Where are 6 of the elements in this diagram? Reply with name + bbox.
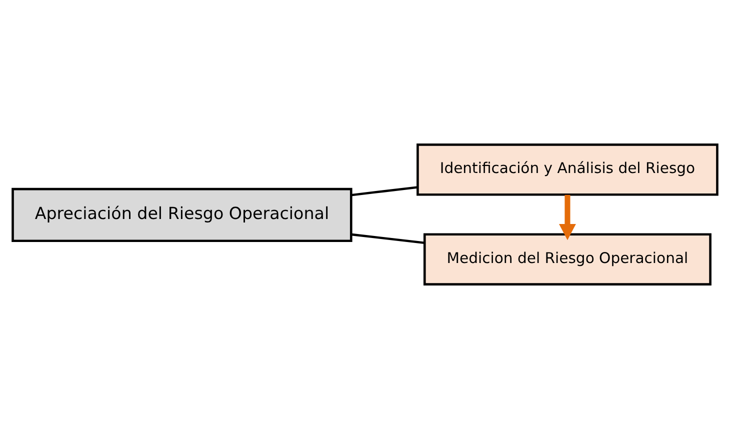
node-box: Identificación y Análisis del Riesgo [416,143,718,196]
node-box: Apreciación del Riesgo Operacional [12,187,352,242]
node-box: Medicion del Riesgo Operacional [423,232,712,285]
connector [351,232,425,244]
arrow [559,194,576,240]
connector [351,186,418,196]
